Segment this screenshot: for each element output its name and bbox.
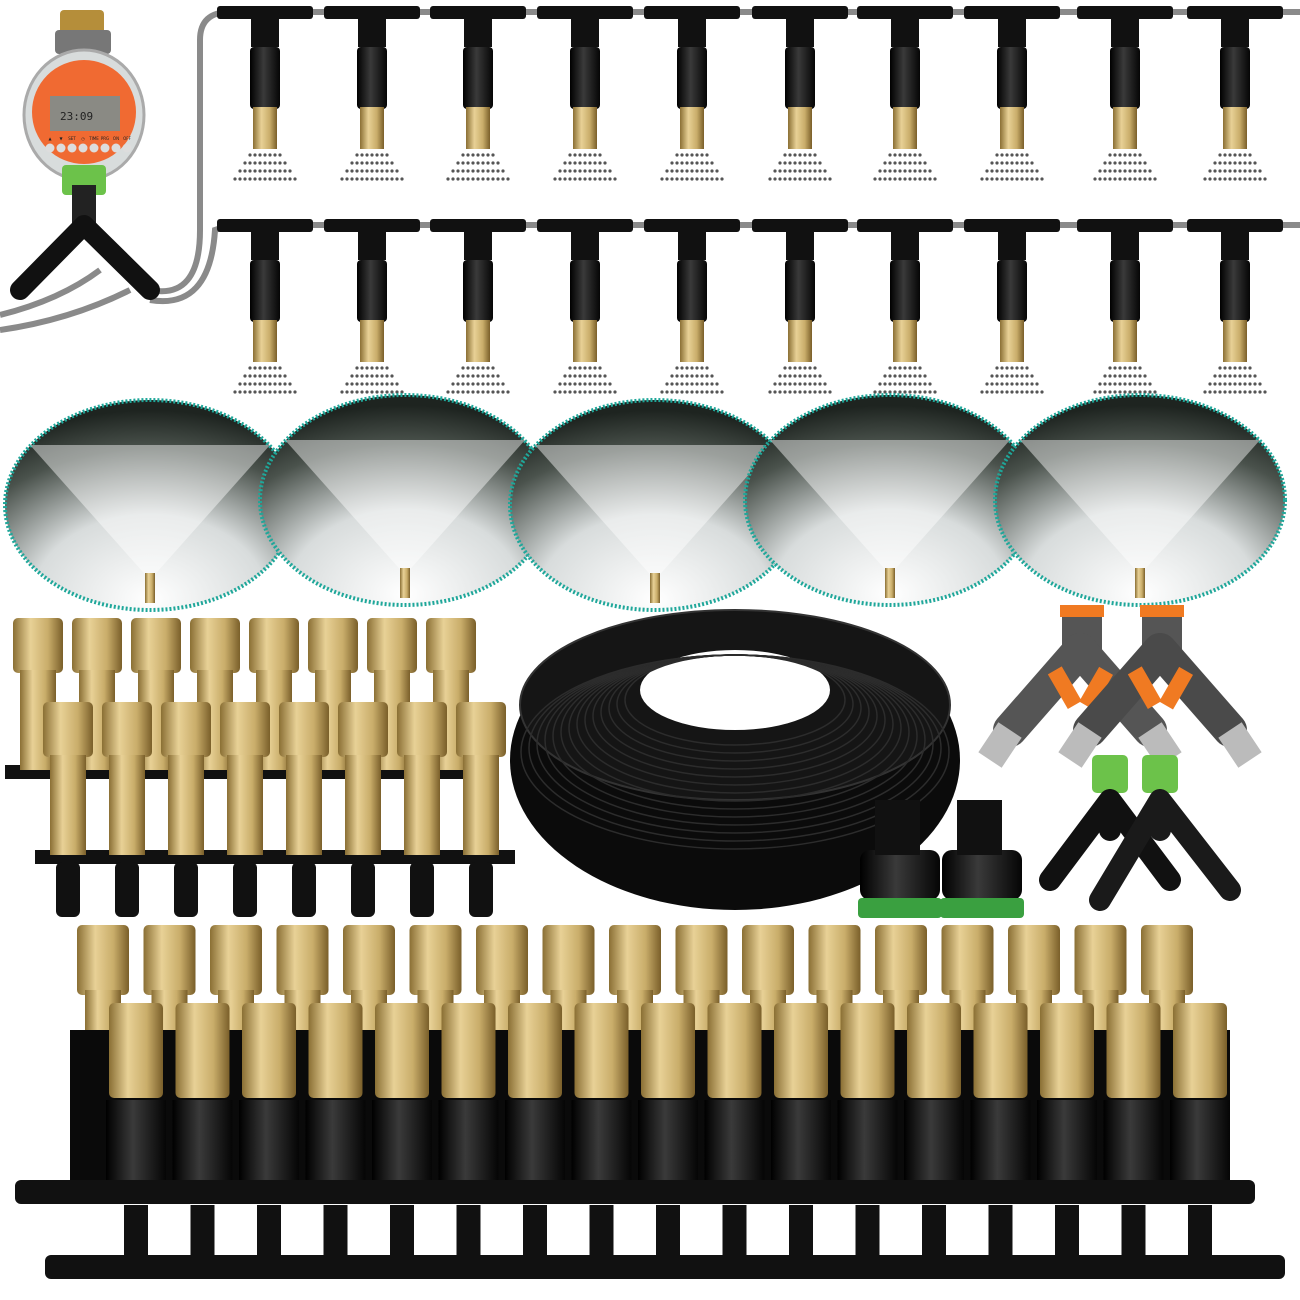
brass-nozzle-on-tee — [438, 1003, 499, 1255]
brass-nozzle-on-tee — [1170, 1003, 1230, 1255]
timer-button — [122, 143, 132, 153]
mist-nozzle-tee — [217, 6, 313, 181]
brass-nozzle — [161, 702, 211, 917]
brass-nozzle-on-tee — [771, 1003, 831, 1255]
brass-nozzle — [220, 702, 270, 917]
brass-nozzle — [102, 702, 152, 917]
mist-nozzle-tee — [964, 6, 1060, 181]
mist-nozzle-tee — [752, 6, 848, 181]
brass-nozzle-on-tee — [904, 1003, 964, 1255]
tube-adapters — [858, 800, 1024, 918]
mist-nozzle-tee — [324, 6, 420, 181]
mist-nozzle-tee — [217, 219, 313, 394]
brass-nozzle — [397, 702, 447, 917]
brass-nozzle-on-tee — [837, 1003, 898, 1255]
mist-nozzle-tee — [644, 6, 740, 181]
brass-nozzle — [276, 925, 329, 1030]
brass-nozzle — [456, 702, 506, 917]
brass-nozzle-on-tee — [704, 1003, 765, 1255]
brass-nozzle-on-tee — [970, 1003, 1031, 1255]
mist-nozzle-tee — [857, 219, 953, 394]
brass-nozzle-on-tee — [505, 1003, 565, 1255]
mist-nozzle-tee — [964, 219, 1060, 394]
timer-button — [111, 143, 121, 153]
brass-nozzle-on-tee — [172, 1003, 233, 1255]
mist-nozzle-tee — [1187, 219, 1283, 394]
mist-nozzle-tee — [1077, 6, 1173, 181]
brass-nozzle — [13, 618, 63, 770]
timer-button — [89, 143, 99, 153]
brass-nozzle-on-tee — [305, 1003, 366, 1255]
spray-photo — [3, 398, 297, 612]
mist-nozzle-tee — [430, 219, 526, 394]
brass-nozzle-on-tee — [571, 1003, 632, 1255]
mist-nozzle-tee — [1077, 219, 1173, 394]
y-valves — [978, 605, 1262, 768]
tubing-coil — [510, 609, 960, 910]
timer-button-label: ON — [113, 136, 119, 141]
spray-photo — [993, 393, 1287, 607]
timer-button — [100, 143, 110, 153]
brass-nozzle-on-tee — [106, 1003, 166, 1255]
timer-button — [56, 143, 66, 153]
mist-nozzle-tee — [537, 219, 633, 394]
timer-button-label: OFF — [123, 136, 131, 141]
brass-nozzle-on-tee — [638, 1003, 698, 1255]
brass-nozzle — [43, 702, 93, 917]
timer-button-label: TIME — [88, 136, 99, 141]
mist-nozzle-tee — [1187, 6, 1283, 181]
timer-button-label: ◷ — [81, 136, 85, 141]
mist-nozzle-tee — [857, 6, 953, 181]
y-connectors — [1039, 755, 1241, 911]
mist-nozzle-tee — [430, 6, 526, 181]
brass-nozzle-on-tee — [239, 1003, 299, 1255]
brass-nozzle-on-tee — [372, 1003, 432, 1255]
timer-button-label: PRG — [101, 136, 109, 141]
timer-button — [45, 143, 55, 153]
timer-button-label: ▲ — [48, 136, 52, 141]
brass-nozzle — [338, 702, 388, 917]
brass-nozzle-on-tee — [1103, 1003, 1164, 1255]
mist-nozzle-tee — [324, 219, 420, 394]
brass-nozzle-on-tee — [1037, 1003, 1097, 1255]
spray-photo — [508, 398, 802, 612]
brass-nozzle — [279, 702, 329, 917]
timer-button-label: SET — [68, 136, 76, 141]
timer-button-label: ▼ — [59, 136, 63, 141]
spray-photo — [743, 393, 1037, 607]
spray-photo — [258, 393, 552, 607]
mist-nozzle-tee — [752, 219, 848, 394]
timer-display-text: 23:09 — [60, 110, 93, 123]
hose — [0, 9, 1300, 333]
mist-nozzle-tee — [644, 219, 740, 394]
timer-button — [78, 143, 88, 153]
mist-nozzle-tee — [537, 6, 633, 181]
timer-button — [67, 143, 77, 153]
